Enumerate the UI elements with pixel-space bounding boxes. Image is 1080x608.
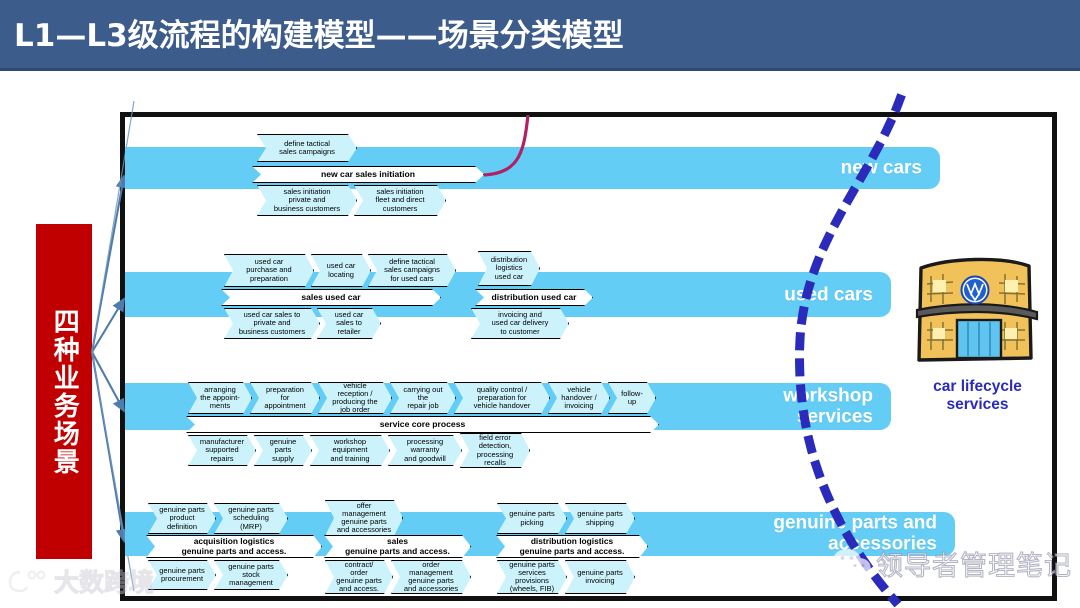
main-process-box[interactable]: distribution used car bbox=[475, 289, 593, 306]
process-box[interactable]: genuine parts invoicing bbox=[565, 560, 635, 594]
process-box[interactable]: distribution logistics used car bbox=[478, 251, 540, 286]
main-process-box[interactable]: sales used car bbox=[221, 289, 441, 306]
main-process-box[interactable]: acquisition logistics genuine parts and … bbox=[146, 535, 322, 558]
watermark-right: 领导者管理笔记 bbox=[832, 540, 1080, 586]
band-label-used-cars: used cars bbox=[784, 283, 873, 305]
process-box[interactable]: genuine parts product definition bbox=[148, 503, 216, 534]
process-box[interactable]: sales initiation private and business cu… bbox=[257, 185, 357, 216]
process-box[interactable]: genuine parts scheduling (MRP) bbox=[214, 503, 288, 534]
page-title: L1—L3级流程的构建模型——场景分类模型 bbox=[14, 18, 624, 54]
header-underline bbox=[0, 68, 1080, 71]
vw-dealership-building-icon bbox=[915, 257, 1039, 362]
watermark-right-text: 领导者管理笔记 bbox=[875, 550, 1072, 582]
band-label-new-cars: new cars bbox=[840, 157, 922, 179]
process-box[interactable]: offer management genuine parts and acces… bbox=[325, 500, 403, 536]
process-box[interactable]: sales initiation fleet and direct custom… bbox=[354, 185, 446, 216]
process-box[interactable]: vehicle handover / invoicing bbox=[548, 382, 610, 414]
process-box[interactable]: define tactical sales campaigns for used… bbox=[368, 254, 456, 287]
process-box[interactable]: used car sales to retailer bbox=[317, 308, 381, 339]
main-process-box[interactable]: sales genuine parts and access. bbox=[324, 535, 471, 558]
process-box[interactable]: used car purchase and preparation bbox=[224, 254, 314, 287]
process-box[interactable]: workshop equipment and training bbox=[310, 435, 390, 466]
car-lifecycle-services-label: car lifecycle services bbox=[933, 378, 1022, 414]
dashu-logo-icon bbox=[8, 570, 46, 593]
main-process-box[interactable]: service core process bbox=[186, 416, 659, 433]
business-scenarios-text: 四种业务场景 bbox=[49, 307, 80, 476]
process-box[interactable]: invoicing and used car delivery to custo… bbox=[471, 308, 569, 339]
process-box[interactable]: genuine parts supply bbox=[254, 435, 312, 466]
process-box[interactable]: preparation for appointment bbox=[250, 382, 320, 414]
process-box[interactable]: order management genuine parts and acces… bbox=[391, 560, 471, 594]
watermark-left-text: 大数跨境 bbox=[53, 568, 155, 598]
process-box[interactable]: quality control / preparation for vehicl… bbox=[454, 382, 550, 414]
process-box[interactable]: define tactical sales campaigns bbox=[257, 134, 357, 162]
business-scenarios-label: 四种业务场景 bbox=[36, 224, 92, 559]
process-box[interactable]: contract/ order genuine parts and access… bbox=[325, 560, 393, 594]
process-box[interactable]: arranging the appoint- ments bbox=[188, 382, 252, 414]
process-box[interactable]: processing warranty and goodwill bbox=[388, 435, 462, 466]
wechat-icon bbox=[833, 549, 871, 578]
process-box[interactable]: vehicle reception / producing the job or… bbox=[318, 382, 392, 414]
process-box[interactable]: carrying out the repair job bbox=[390, 382, 456, 414]
process-box[interactable]: genuine parts shipping bbox=[565, 503, 635, 534]
process-box[interactable]: genuine parts procurement bbox=[148, 560, 216, 590]
watermark-left: 大数跨境 bbox=[8, 561, 183, 601]
main-process-box[interactable]: distribution logistics genuine parts and… bbox=[496, 535, 648, 558]
main-process-box[interactable]: new car sales initiation bbox=[252, 166, 484, 183]
page-header: L1—L3级流程的构建模型——场景分类模型 bbox=[0, 0, 1080, 71]
process-box[interactable]: genuine parts picking bbox=[497, 503, 567, 534]
process-box[interactable]: field error detection, processing recall… bbox=[460, 433, 530, 468]
process-box[interactable]: manufacturer supported repairs bbox=[188, 435, 256, 466]
diagram-stage: 四种业务场景 new cars used cars workshop servi… bbox=[0, 71, 1080, 608]
process-box[interactable]: used car sales to private and business c… bbox=[224, 308, 320, 339]
band-new-cars: new cars bbox=[125, 147, 940, 189]
band-label-workshop-services: workshop services bbox=[783, 385, 873, 428]
process-box[interactable]: genuine parts stock management bbox=[214, 560, 288, 590]
process-box[interactable]: used car locating bbox=[311, 254, 371, 287]
process-box[interactable]: genuine parts services provisions (wheel… bbox=[497, 560, 567, 594]
